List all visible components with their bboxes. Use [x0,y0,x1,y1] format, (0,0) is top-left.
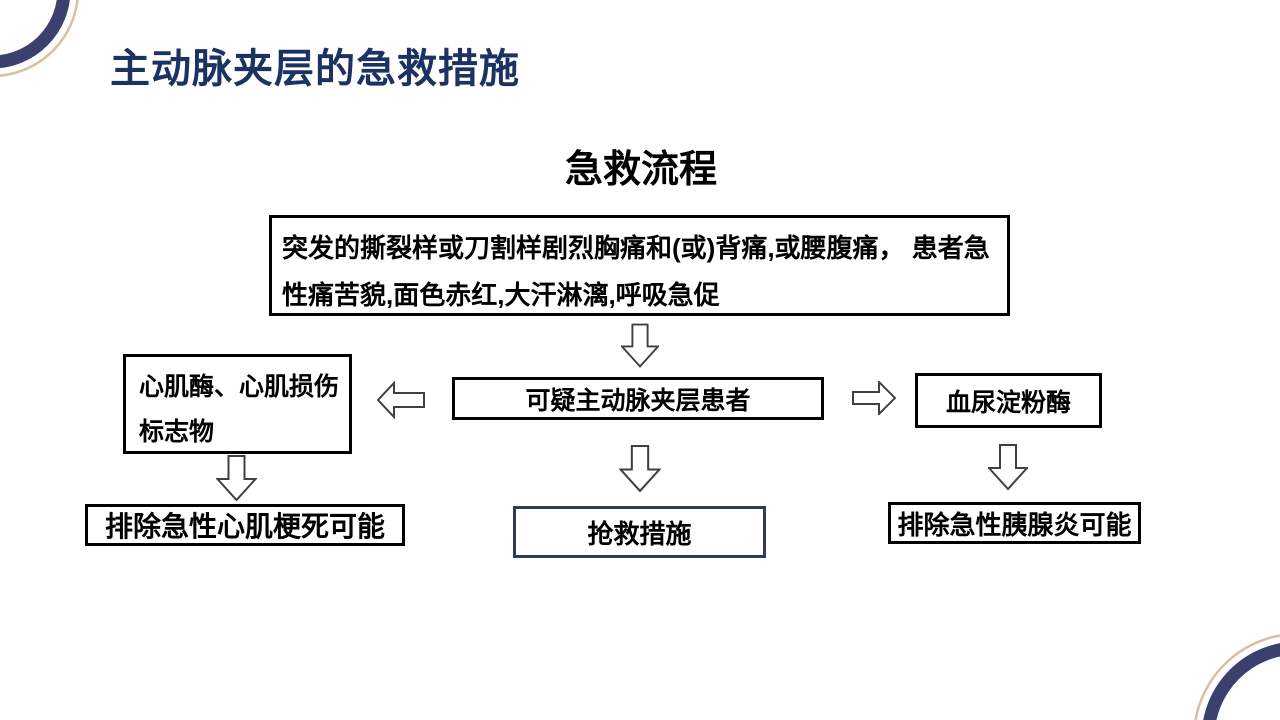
exclude-mi-text: 排除急性心肌梗死可能 [104,511,385,542]
down-arrow-icon [619,445,661,492]
symptom-box: 突发的撕裂样或刀割样剧烈胸痛和(或)背痛,或腰腹痛， 患者急性痛苦貌,面色赤红,… [269,215,1010,316]
down-arrow-icon [621,323,659,368]
amylase-box: 血尿淀粉酶 [915,373,1102,428]
exclude-mi-box: 排除急性心肌梗死可能 [85,504,405,546]
exclude-pancreatitis-box: 排除急性胰腺炎可能 [888,502,1141,544]
cardiac-markers-box: 心肌酶、心肌损伤标志物 [123,354,352,454]
suspect-patient-box: 可疑主动脉夹层患者 [452,377,824,420]
down-arrow-icon [988,444,1028,491]
rescue-measures-text: 抢救措施 [587,518,692,549]
slide-title: 主动脉夹层的急救措施 [110,47,520,91]
exclude-pancreatitis-text: 排除急性胰腺炎可能 [897,509,1132,540]
flow-title: 急救流程 [565,149,718,191]
rescue-measures-box: 抢救措施 [513,506,766,558]
suspect-patient-text: 可疑主动脉夹层患者 [525,386,751,415]
left-arrow-icon [377,381,425,419]
amylase-text: 血尿淀粉酶 [945,388,1071,417]
bottom-right-arc-icon [1194,634,1280,720]
cardiac-markers-text: 心肌酶、心肌损伤标志物 [139,373,340,446]
right-arrow-icon [852,381,896,415]
down-arrow-icon [216,455,257,501]
top-left-arc-icon [0,0,79,77]
symptom-box-text: 突发的撕裂样或刀割样剧烈胸痛和(或)背痛,或腰腹痛， 患者急性痛苦貌,面色赤红,… [282,233,990,310]
